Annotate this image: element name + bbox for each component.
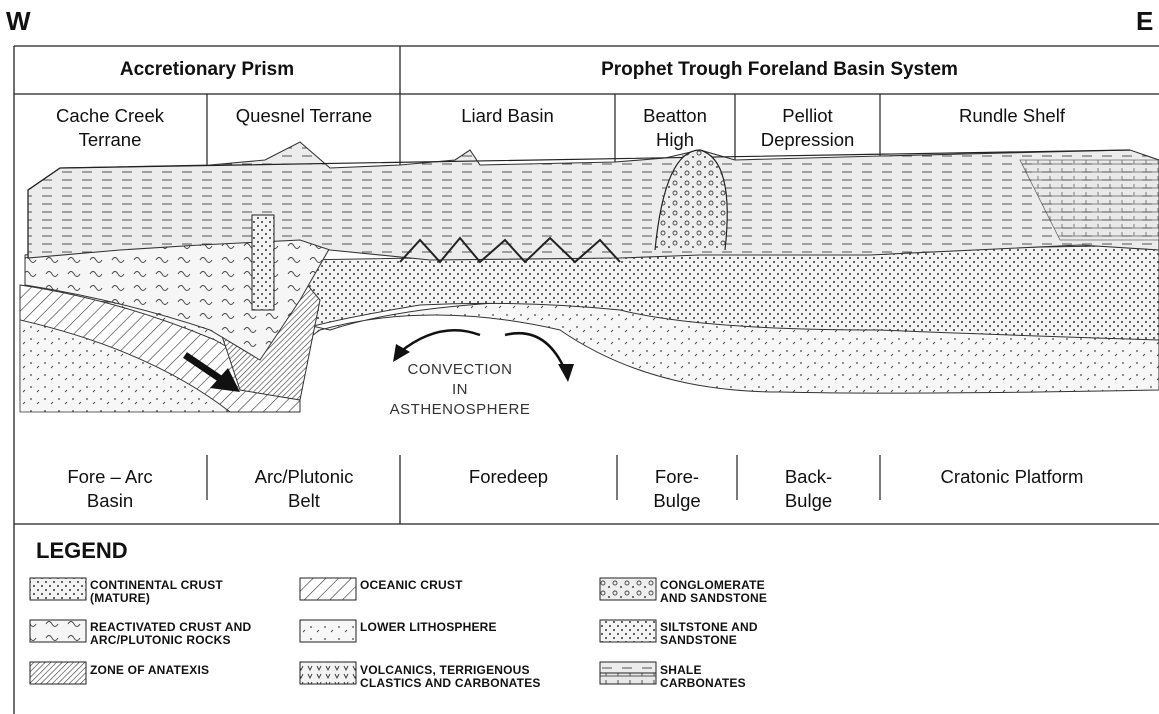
swatch-conglomerate bbox=[600, 578, 656, 600]
legend-lower-lithosphere: LOWER LITHOSPHERE bbox=[360, 621, 497, 634]
legend-oceanic-crust: OCEANIC CRUST bbox=[360, 579, 463, 592]
swatch-volcanics bbox=[300, 662, 356, 684]
swatch-lower-lithosphere bbox=[300, 620, 356, 642]
swatch-zone-of-anatexis bbox=[30, 662, 86, 684]
swatch-shale bbox=[600, 662, 656, 673]
swatch-oceanic-crust bbox=[300, 578, 356, 600]
swatch-continental-crust bbox=[30, 578, 86, 600]
swatch-siltstone bbox=[600, 620, 656, 642]
legend-continental-crust: CONTINENTAL CRUST(MATURE) bbox=[90, 579, 223, 605]
swatch-carbonates bbox=[600, 673, 656, 684]
legend-zone-of-anatexis: ZONE OF ANATEXIS bbox=[90, 664, 209, 677]
swatch-reactivated-crust bbox=[30, 620, 86, 642]
